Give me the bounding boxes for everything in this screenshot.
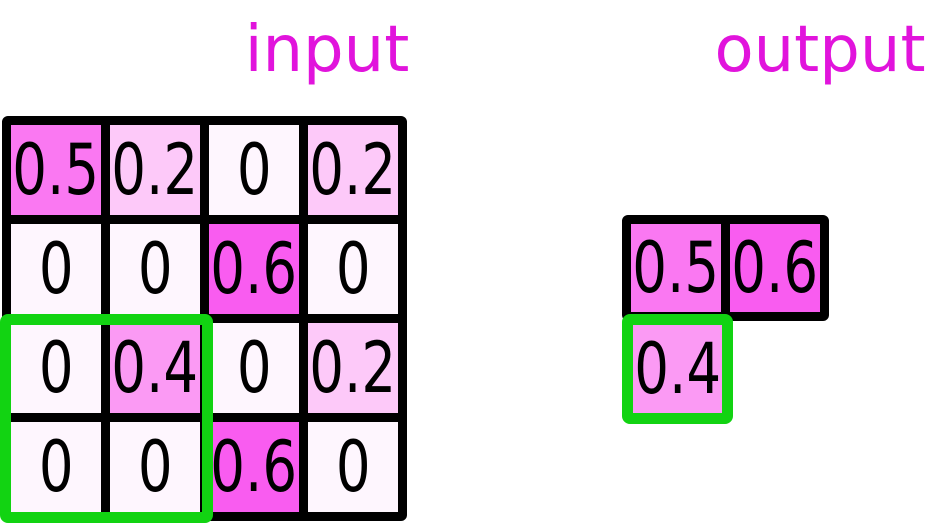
input-cell-r3c3: 0 — [209, 323, 299, 413]
input-cell-r1c1: 0.5 — [11, 125, 101, 215]
output-cell-r1c1: 0.5 — [631, 224, 721, 312]
output-grid-row: 0.5 0.6 — [622, 215, 829, 321]
input-grid: 0.5 0.2 0 0.2 0 0 0.6 0 0 0.4 0 0.2 0 0 … — [2, 116, 407, 521]
cell-value: 0 — [335, 426, 371, 508]
output-cell-r1c2: 0.6 — [730, 224, 820, 312]
cell-value: 0.6 — [210, 426, 298, 508]
cell-value: 0 — [236, 129, 272, 211]
input-cell-r4c2: 0 — [110, 422, 200, 512]
cell-value: 0 — [137, 228, 173, 310]
cell-value: 0.5 — [12, 129, 100, 211]
cell-value: 0.2 — [309, 129, 397, 211]
input-cell-r1c4: 0.2 — [308, 125, 398, 215]
input-cell-r4c1: 0 — [11, 422, 101, 512]
cell-value: 0 — [38, 327, 74, 409]
cell-value: 0 — [137, 426, 173, 508]
output-title: output — [714, 13, 926, 87]
input-cell-r4c3: 0.6 — [209, 422, 299, 512]
input-cell-r1c2: 0.2 — [110, 125, 200, 215]
input-cell-r2c1: 0 — [11, 224, 101, 314]
input-cell-r2c4: 0 — [308, 224, 398, 314]
input-title: input — [244, 13, 410, 87]
cell-value: 0 — [236, 327, 272, 409]
cell-value: 0.2 — [309, 327, 397, 409]
output-cell-highlighted: 0.4 — [622, 314, 733, 424]
input-cell-r3c1: 0 — [11, 323, 101, 413]
cell-value: 0 — [38, 426, 74, 508]
cell-value: 0.5 — [632, 227, 720, 309]
cell-value: 0.6 — [210, 228, 298, 310]
input-cell-r2c3: 0.6 — [209, 224, 299, 314]
input-cell-r1c3: 0 — [209, 125, 299, 215]
cell-value: 0.6 — [731, 227, 819, 309]
cell-value: 0 — [335, 228, 371, 310]
input-cell-r3c4: 0.2 — [308, 323, 398, 413]
cell-value: 0.2 — [111, 129, 199, 211]
input-cell-r2c2: 0 — [110, 224, 200, 314]
input-cell-r3c2: 0.4 — [110, 323, 200, 413]
pooling-window-highlight — [0, 314, 213, 523]
cell-value: 0.4 — [634, 328, 721, 410]
cell-value: 0 — [38, 228, 74, 310]
cell-value: 0.4 — [111, 327, 199, 409]
input-cell-r4c4: 0 — [308, 422, 398, 512]
